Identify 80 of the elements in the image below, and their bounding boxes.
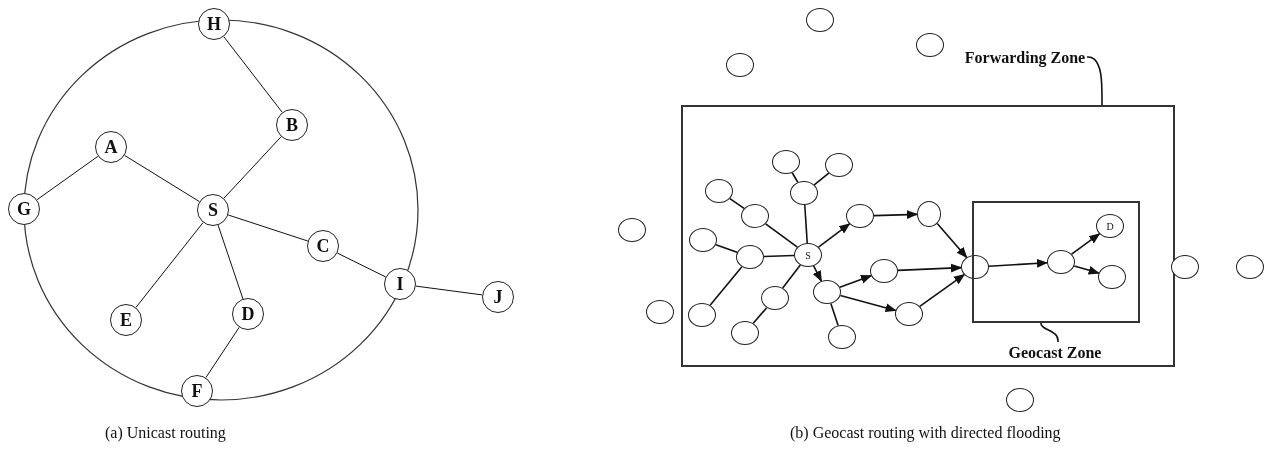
node-circle: G	[8, 193, 40, 225]
link-line	[715, 243, 738, 254]
arrow	[812, 265, 823, 282]
node-circle	[731, 321, 759, 345]
link-line	[803, 204, 809, 244]
node-circle	[705, 179, 733, 203]
node-circle: F	[181, 375, 213, 407]
node-circle	[1236, 255, 1264, 279]
node-circle	[825, 153, 853, 177]
node-circle: D	[232, 298, 264, 330]
node-circle	[646, 300, 674, 324]
node-circle: C	[307, 230, 339, 262]
arrow	[1070, 233, 1101, 255]
link-line	[709, 266, 743, 306]
zone-label: Geocast Zone	[1008, 344, 1102, 362]
node-circle	[736, 245, 764, 269]
node-circle	[741, 204, 769, 228]
node-circle	[917, 201, 941, 227]
arrow	[839, 274, 873, 289]
zone-rectangle	[681, 105, 1175, 367]
link-line	[336, 252, 387, 278]
node-circle	[806, 8, 834, 32]
node-circle	[772, 150, 800, 174]
link-line	[830, 302, 839, 327]
arrow	[918, 273, 966, 308]
node-circle	[813, 280, 841, 304]
link-line	[415, 285, 483, 296]
node-circle: H	[198, 8, 230, 40]
node-circle	[1171, 255, 1199, 279]
link-line	[223, 36, 283, 113]
node-circle	[870, 259, 898, 283]
link-line	[205, 326, 240, 379]
link-line	[124, 154, 200, 203]
node-circle: A	[95, 131, 127, 163]
node-circle	[828, 325, 856, 349]
link-line	[36, 155, 99, 201]
node-circle	[618, 218, 646, 242]
node-circle	[895, 302, 923, 326]
link-line	[781, 264, 802, 289]
link-line	[763, 254, 795, 258]
node-circle: S	[794, 243, 822, 267]
node-circle: S	[197, 194, 229, 226]
zone-label: Forwarding Zone	[964, 49, 1086, 67]
node-circle	[761, 286, 789, 310]
leader-line	[1040, 322, 1059, 343]
arrow	[897, 263, 963, 273]
node-circle	[846, 204, 874, 228]
link-line	[227, 214, 309, 242]
link-line	[764, 223, 799, 248]
arrow	[988, 258, 1049, 268]
link-line	[813, 172, 830, 186]
arrow	[936, 222, 968, 259]
link-line	[791, 171, 799, 184]
node-circle	[916, 33, 944, 57]
node-circle	[726, 53, 754, 77]
node-circle: E	[110, 304, 142, 336]
node-circle	[790, 181, 818, 205]
node-circle	[689, 228, 717, 252]
node-circle: B	[276, 109, 308, 141]
node-circle	[961, 255, 989, 279]
node-circle	[1006, 388, 1034, 412]
arrow	[839, 294, 897, 313]
node-circle	[1098, 265, 1126, 289]
node-circle: D	[1096, 214, 1124, 238]
zone-rectangle	[972, 201, 1140, 323]
leader-line	[1086, 56, 1103, 106]
arrow	[817, 223, 851, 248]
caption: (b) Geocast routing with directed flooding	[790, 424, 1061, 442]
caption: (a) Unicast routing	[105, 424, 226, 442]
node-circle: J	[482, 281, 514, 313]
node-circle	[1047, 250, 1075, 274]
link-line	[752, 306, 768, 325]
link-line	[135, 222, 204, 308]
arrow	[1073, 265, 1100, 275]
node-circle: I	[384, 268, 416, 300]
link-line	[217, 224, 244, 300]
arrow	[873, 210, 919, 220]
link-line	[729, 197, 745, 210]
link-line	[223, 136, 282, 199]
node-circle	[688, 303, 716, 327]
